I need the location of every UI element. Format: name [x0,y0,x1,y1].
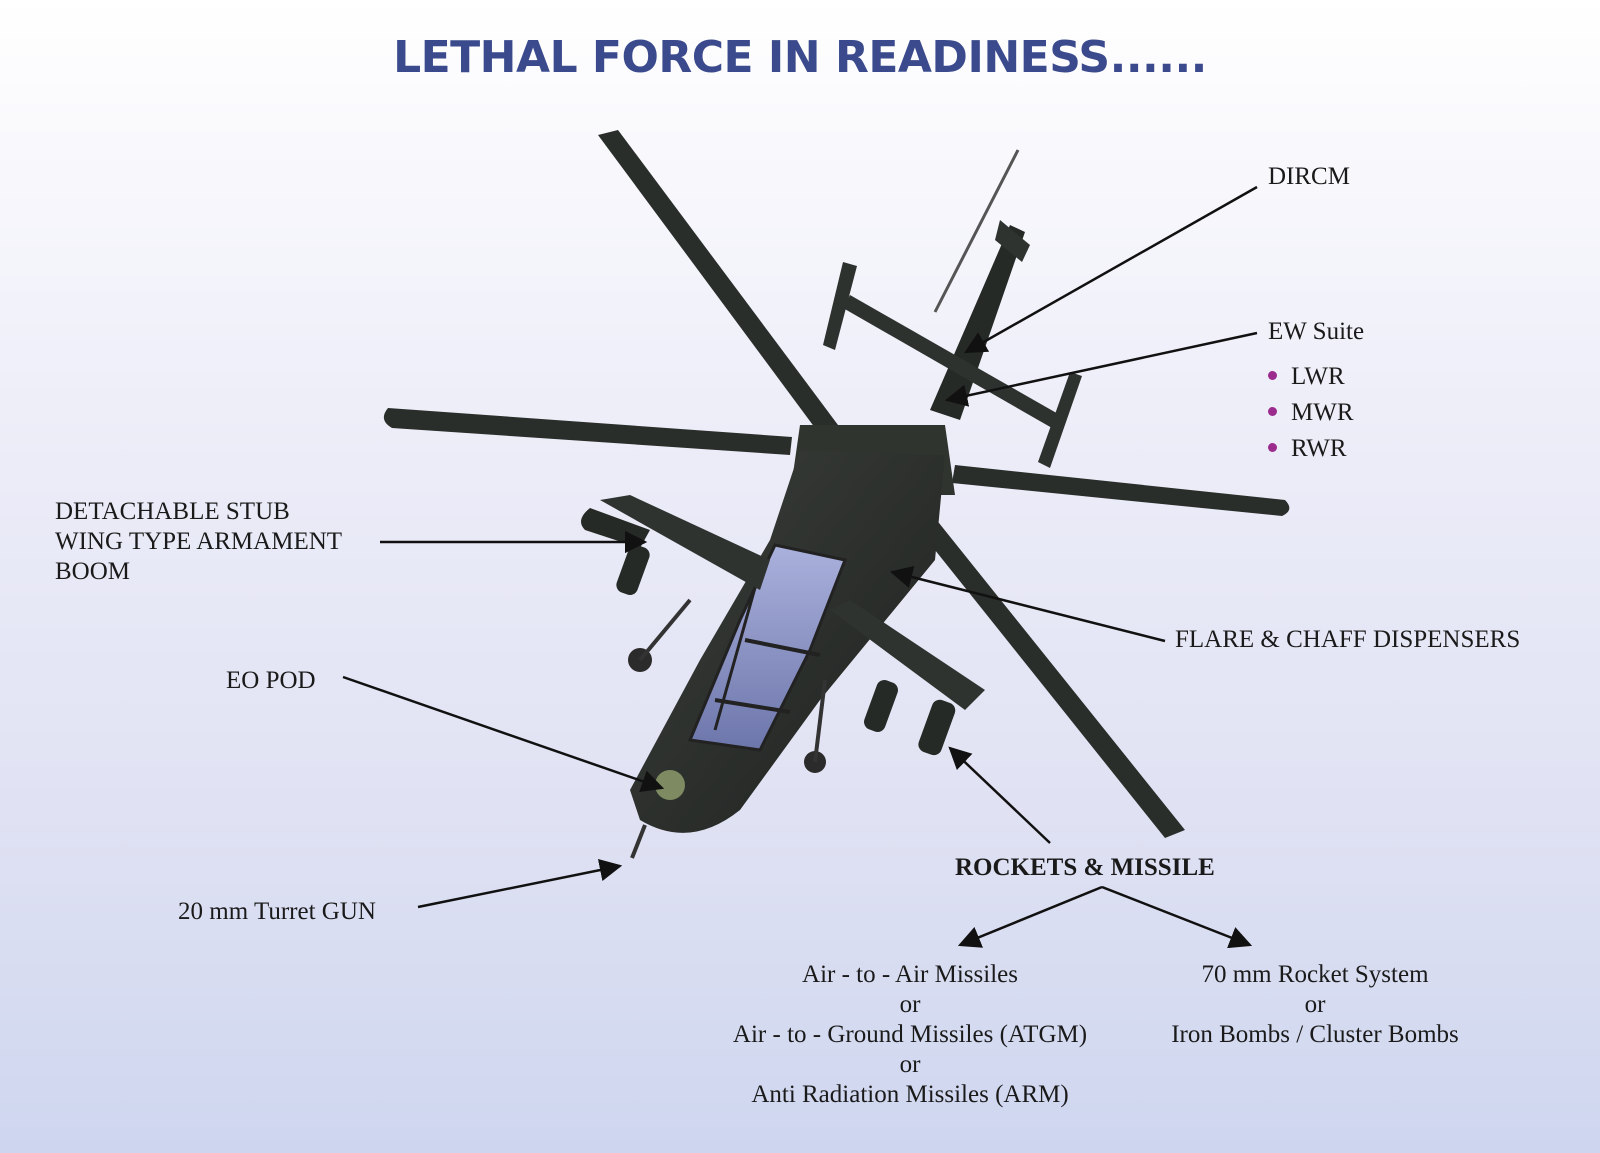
ew-item-lwr: LWR [1268,362,1345,392]
stub-wing-label: DETACHABLE STUB WING TYPE ARMAMENT BOOM [55,498,343,585]
rockets-branch-arrow [1101,885,1253,949]
ew-suite-label: EW Suite [1268,318,1365,345]
helicopter-body [383,130,1290,859]
turret-gun-leader [417,859,623,909]
rockets-missile-label: ROCKETS & MISSILE [955,854,1215,881]
missiles-options: Air - to - Air Missiles or Air - to - Gr… [732,961,1088,1108]
bullet-icon [1268,442,1277,452]
eo-pod-leader [342,675,665,792]
rockets-options: 70 mm Rocket System or Iron Bombs / Clus… [1171,961,1459,1048]
ew-suite-leader [944,331,1258,407]
missiles-branch-arrow [957,885,1103,948]
ew-item-mwr: MWR [1268,398,1354,428]
turret-gun-label: 20 mm Turret GUN [178,898,376,925]
dircm-leader [964,185,1258,354]
bullet-icon [1268,370,1277,380]
eo-pod-label: EO POD [226,667,316,694]
dircm-label: DIRCM [1268,163,1350,190]
rockets-missile-leader [948,746,1051,844]
flare-chaff-label: FLARE & CHAFF DISPENSERS [1175,626,1521,653]
callout-lines [342,185,1258,949]
bullet-icon [1268,406,1277,416]
flare-chaff-leader [889,566,1166,643]
page-title: LETHAL FORCE IN READINESS...... [393,32,1207,83]
ew-item-rwr: RWR [1268,434,1347,464]
